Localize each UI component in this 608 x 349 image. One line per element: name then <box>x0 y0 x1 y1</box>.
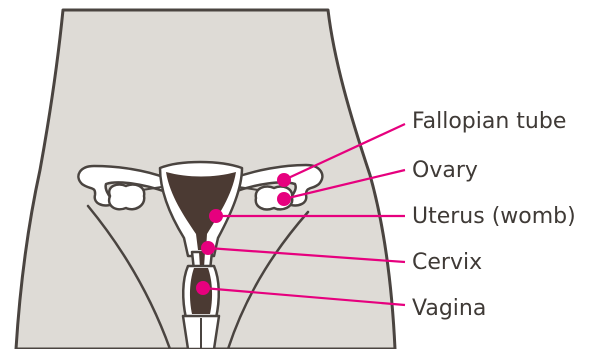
ovary-label: Ovary <box>412 158 478 183</box>
vagina-label: Vagina <box>412 296 486 321</box>
fallopian-tube-marker <box>277 173 291 187</box>
uterus-marker <box>209 209 223 223</box>
cervix-label: Cervix <box>412 250 482 275</box>
left-ovary <box>109 184 144 209</box>
ovary-marker <box>277 192 291 206</box>
cervix-marker <box>201 241 215 255</box>
fallopian-tube-label: Fallopian tube <box>412 109 566 134</box>
uterus-label: Uterus (womb) <box>412 204 576 229</box>
vagina-marker <box>196 281 210 295</box>
